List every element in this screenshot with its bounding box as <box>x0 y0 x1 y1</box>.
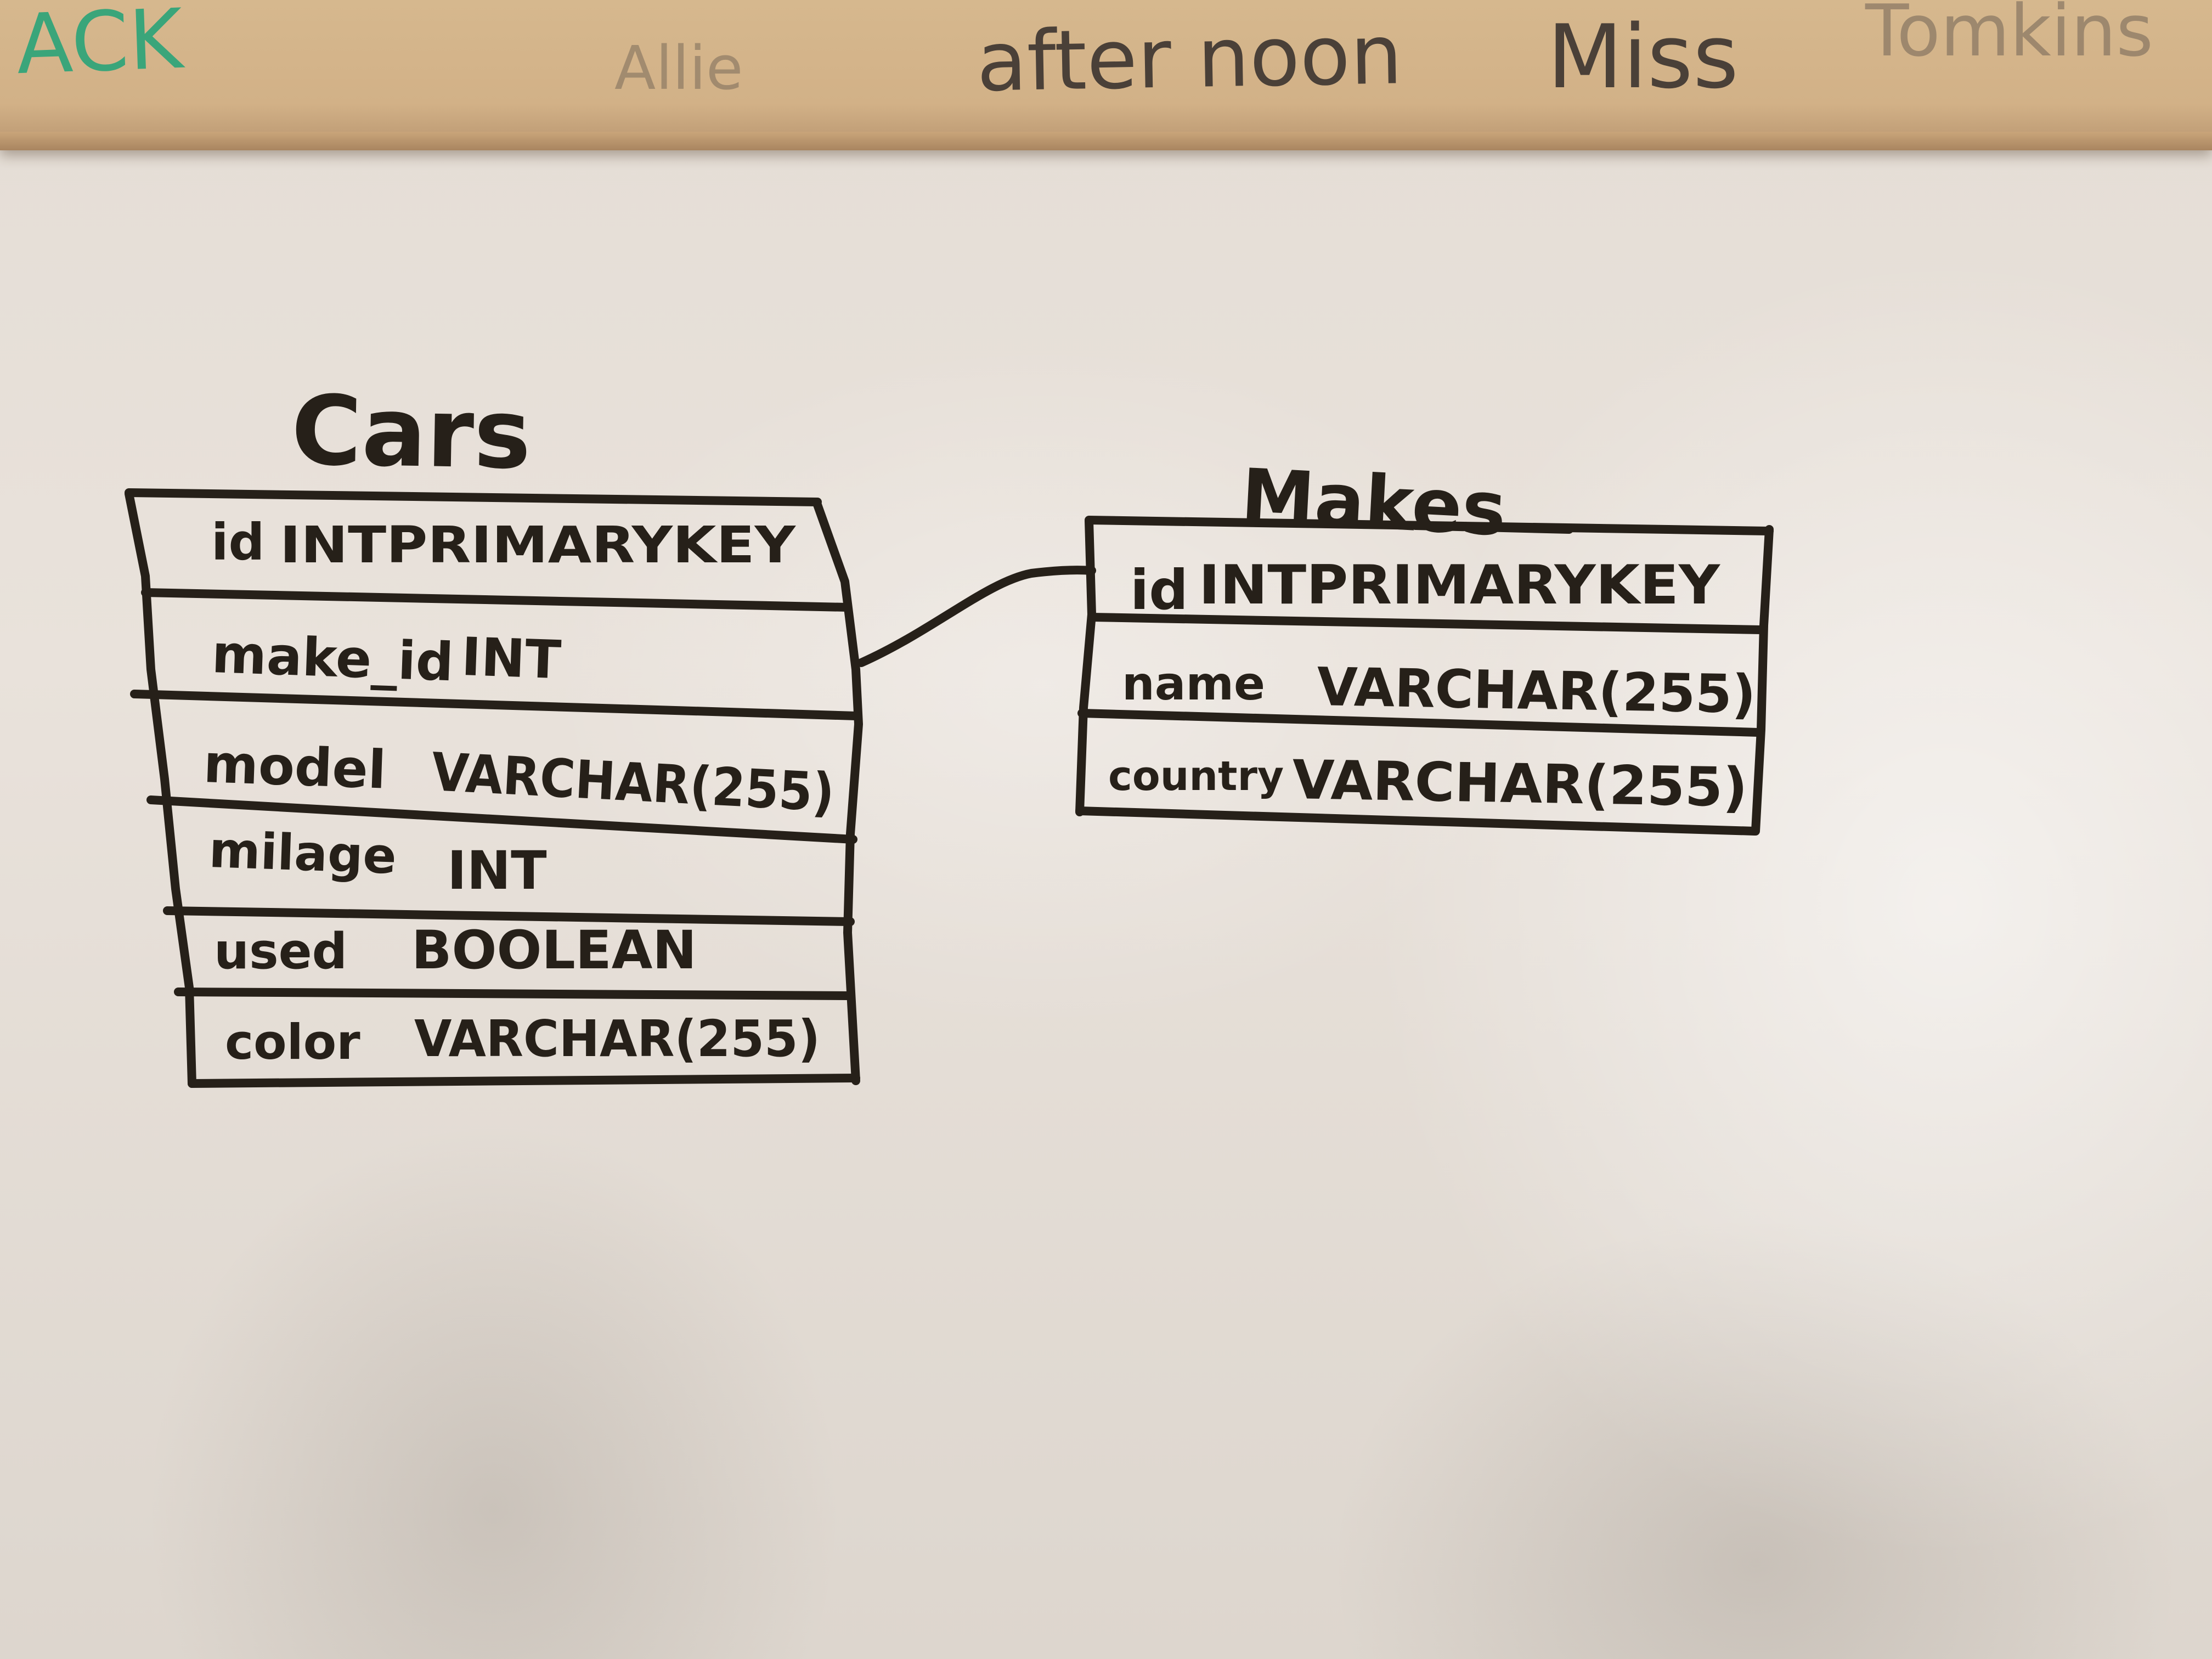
wooden-ledge: ACK Allie after noon Miss Tomkins <box>0 0 2212 150</box>
makes-table-border-right <box>1751 525 1774 836</box>
cars-table-title: Cars <box>290 375 532 491</box>
makes-row-divider-2 <box>1077 709 1763 737</box>
ledge-scrawl-allie: Allie <box>614 33 743 103</box>
cars-table-border-left <box>125 489 196 1088</box>
cars-row-type: INTPRIMARYKEY <box>280 516 797 574</box>
relationship-connector-line <box>857 566 1096 667</box>
cars-row-divider-2 <box>130 690 860 720</box>
cars-row-type: INT <box>460 626 562 691</box>
cars-row-type: INT <box>447 840 547 901</box>
makes-rows: id INTPRIMARYKEY name VARCHAR(255) count… <box>1108 554 1756 819</box>
cars-table-border-right <box>813 500 863 1085</box>
cars-row-divider-1 <box>141 588 852 612</box>
makes-row-type: VARCHAR(255) <box>1317 656 1757 725</box>
cars-row-divider-3 <box>146 795 857 844</box>
makes-table-frame <box>1075 516 1774 836</box>
cars-row-column: id <box>211 513 264 572</box>
cars-row-column: used <box>214 923 347 980</box>
cars-row-type: VARCHAR(255) <box>414 1009 820 1068</box>
makes-row-divider-1 <box>1087 613 1765 634</box>
cars-row-column: color <box>225 1014 360 1070</box>
cars-row-divider-5 <box>174 988 852 1000</box>
makes-table-border-left <box>1075 517 1096 816</box>
cars-table-border-top <box>125 488 822 506</box>
makes-row-column: country <box>1108 753 1284 800</box>
makes-table-title: Makes <box>1239 453 1508 552</box>
ledge-scrawl-tomkins: Tomkins <box>1865 0 2154 72</box>
cars-row-type: BOOLEAN <box>411 919 697 981</box>
cars-table-frame <box>125 488 863 1088</box>
ledge-scrawl-miss: Miss <box>1547 5 1739 108</box>
makes-table-border-top <box>1085 516 1774 535</box>
cars-row-column: model <box>202 733 387 801</box>
makes-row-type: INTPRIMARYKEY <box>1199 554 1720 617</box>
cars-row-divider-4 <box>163 906 855 926</box>
cars-table-border-bottom <box>188 1074 860 1088</box>
makes-table-border-bottom <box>1075 806 1759 836</box>
cars-row-type: VARCHAR(255) <box>430 741 836 823</box>
ledge-edge <box>0 132 2212 150</box>
makes-row-column: id <box>1130 558 1188 622</box>
makes-row-column: name <box>1122 657 1265 710</box>
cars-rows: id INTPRIMARYKEY make_id INT model VARCH… <box>202 513 836 1070</box>
makes-row-type: VARCHAR(255) <box>1292 749 1748 819</box>
cars-row-column: milage <box>208 821 397 885</box>
cars-row-column: make_id <box>211 623 454 693</box>
